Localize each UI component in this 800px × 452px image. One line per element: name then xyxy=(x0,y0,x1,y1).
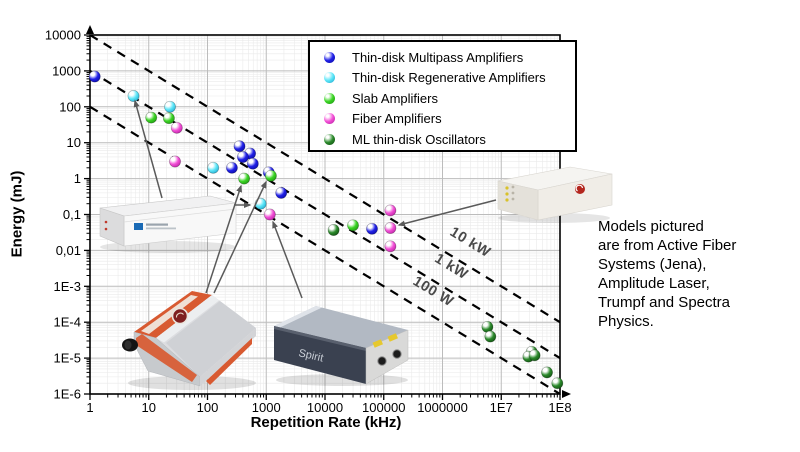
y-tick-label: 0,01 xyxy=(56,243,81,258)
data-point xyxy=(254,197,267,210)
data-point xyxy=(225,161,238,174)
legend-item: ML thin-disk Oscillators xyxy=(324,129,575,150)
data-point xyxy=(145,111,158,124)
y-tick-label: 0,1 xyxy=(63,207,81,222)
callout-arrow xyxy=(213,180,267,294)
legend-label: Fiber Amplifiers xyxy=(352,111,442,127)
y-tick-label: 1E-3 xyxy=(54,279,81,294)
legend-item: Thin-disk Regenerative Amplifiers xyxy=(324,68,575,89)
legend-marker-ball xyxy=(324,51,335,63)
x-axis-label: Repetition Rate (kHz) xyxy=(250,414,402,431)
caption-line: Physics. xyxy=(598,313,654,330)
legend-marker-ball xyxy=(324,92,335,104)
x-tick-label: 1000 xyxy=(252,400,281,415)
spirit-knob xyxy=(392,349,402,359)
legend-marker-ball xyxy=(324,113,335,125)
spirit-knob xyxy=(377,356,387,366)
x-tick-label: 1E8 xyxy=(548,400,571,415)
caption-line: Trumpf and Spectra xyxy=(598,294,731,311)
x-tick-label: 100 xyxy=(197,400,219,415)
legend-label: ML thin-disk Oscillators xyxy=(352,131,486,147)
legend-item: Thin-disk Multipass Amplifiers xyxy=(324,47,575,68)
y-tick-label: 10 xyxy=(67,135,81,150)
legend-marker-ball xyxy=(324,133,335,145)
y-tick-label: 1000 xyxy=(52,63,81,78)
legend-label: Thin-disk Regenerative Amplifiers xyxy=(352,70,546,86)
data-point xyxy=(384,222,397,234)
callout-arrow xyxy=(205,184,242,294)
data-point xyxy=(384,240,397,253)
data-point xyxy=(169,155,181,168)
callout-arrows xyxy=(133,99,497,299)
y-tick-label: 1E-6 xyxy=(54,387,81,402)
data-points xyxy=(88,70,564,390)
legend-item: Slab Amplifiers xyxy=(324,88,575,109)
legend-item: Fiber Amplifiers xyxy=(324,109,575,130)
callout-arrow xyxy=(133,99,163,199)
data-point xyxy=(366,222,378,235)
y-tick-label: 100 xyxy=(59,99,81,114)
data-point xyxy=(327,224,340,236)
data-point xyxy=(275,186,288,199)
trumicro-logo xyxy=(134,223,143,230)
data-point xyxy=(162,112,175,125)
product-images: Spirit xyxy=(99,166,613,390)
data-point xyxy=(170,121,183,134)
product-image-active-fiber-laser xyxy=(497,166,613,223)
data-point xyxy=(127,90,140,102)
x-tick-label: 1 xyxy=(86,400,93,415)
data-point xyxy=(263,208,276,221)
data-point xyxy=(236,151,249,163)
data-point xyxy=(207,161,220,174)
y-tick-label: 1 xyxy=(74,171,81,186)
power-line-label: 10 kW xyxy=(447,224,493,261)
product-image-trumicro-laser xyxy=(99,195,237,253)
data-point xyxy=(384,204,397,217)
callout-arrow xyxy=(272,220,303,299)
x-tick-label: 10 xyxy=(142,400,156,415)
warning-label xyxy=(372,339,383,348)
caption-line: Systems (Jena), xyxy=(598,256,707,273)
data-point xyxy=(551,377,564,390)
data-point xyxy=(238,172,251,185)
x-tick-label: 1E7 xyxy=(490,400,513,415)
isopower-lines xyxy=(90,35,560,394)
data-point xyxy=(347,219,359,232)
y-tick-label: 10000 xyxy=(45,28,81,43)
callout-arrow xyxy=(397,199,497,227)
spirit-label: Spirit xyxy=(297,347,324,364)
amplitude-logo xyxy=(171,307,189,325)
y-axis-label: Energy (mJ) xyxy=(8,170,26,258)
x-tick-label: 100000 xyxy=(362,400,405,415)
data-point xyxy=(484,330,497,343)
data-point xyxy=(88,70,101,83)
caption-models: Models pictured are from Active Fiber Sy… xyxy=(598,217,798,331)
data-point xyxy=(233,140,246,153)
data-point xyxy=(164,100,176,113)
y-tick-label: 1E-4 xyxy=(54,315,81,330)
data-point xyxy=(528,349,541,362)
x-tick-label: 1000000 xyxy=(417,400,468,415)
legend-label: Slab Amplifiers xyxy=(352,90,438,106)
x-axis-arrow xyxy=(562,390,571,398)
caption-line: Amplitude Laser, xyxy=(598,275,710,292)
data-point xyxy=(541,366,553,379)
warning-label xyxy=(387,333,398,342)
legend-label: Thin-disk Multipass Amplifiers xyxy=(352,49,524,65)
x-tick-label: 10000 xyxy=(307,400,343,415)
legend-marker-ball xyxy=(324,72,335,84)
data-point xyxy=(264,169,277,182)
product-image-spirit-laser: Spirit xyxy=(274,306,409,386)
product-image-amplitude-laser xyxy=(122,291,256,390)
data-point xyxy=(246,157,259,170)
caption-line: are from Active Fiber xyxy=(598,237,737,254)
caption-line: Models pictured xyxy=(598,218,704,235)
y-axis-arrow xyxy=(86,25,94,34)
y-tick-label: 1E-5 xyxy=(54,351,81,366)
